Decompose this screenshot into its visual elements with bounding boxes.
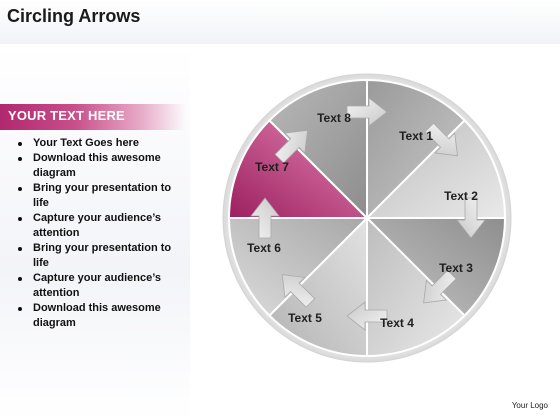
flow-arrow-7	[274, 129, 309, 164]
slide-title: Circling Arrows	[7, 6, 141, 26]
segment-label-5: Text 5	[288, 311, 322, 325]
segment-label-1: Text 1	[399, 129, 433, 143]
flow-arrow-1	[424, 122, 458, 157]
flow-arrow-2	[456, 197, 486, 239]
flow-arrow-3	[423, 269, 457, 304]
flow-arrow-4	[346, 301, 388, 331]
segment-7	[227, 119, 370, 219]
segment-label-3: Text 3	[439, 261, 473, 275]
segment-6	[227, 217, 370, 317]
header-band: YOUR TEXT HERE	[0, 104, 186, 130]
bullet-item: Capture your audience’s attention	[14, 211, 182, 241]
bullet-item: Capture your audience’s attention	[14, 271, 182, 301]
flow-arrow-5	[281, 274, 316, 308]
flow-arrow-8	[346, 97, 388, 127]
segments-group	[227, 78, 507, 358]
bullet-item: Download this awesome diagram	[14, 301, 182, 331]
bullet-item: Bring your presentation to life	[14, 181, 182, 211]
bullet-item: Bring your presentation to life	[14, 241, 182, 271]
segment-4	[366, 215, 466, 358]
arrows-group	[250, 97, 486, 331]
flow-arrow-6	[250, 197, 280, 239]
segment-2	[364, 119, 507, 219]
segment-5	[268, 215, 368, 358]
title-band	[0, 0, 560, 44]
labels-group: Text 1 Text 2 Text 3 Text 4 Text 5 Text …	[247, 111, 478, 330]
segment-8	[268, 78, 368, 221]
panel-header: YOUR TEXT HERE	[8, 108, 125, 123]
bullet-item: Download this awesome diagram	[14, 151, 182, 181]
segment-label-7: Text 7	[255, 160, 289, 174]
segment-label-8: Text 8	[317, 111, 351, 125]
bullet-list: Your Text Goes here Download this awesom…	[14, 136, 182, 331]
bullet-item: Your Text Goes here	[14, 136, 182, 151]
segment-1	[366, 78, 466, 221]
segment-3	[364, 217, 507, 317]
segment-label-2: Text 2	[444, 189, 478, 203]
logo-text: Your Logo	[511, 401, 548, 410]
segment-label-6: Text 6	[247, 241, 281, 255]
segment-label-4: Text 4	[380, 316, 414, 330]
